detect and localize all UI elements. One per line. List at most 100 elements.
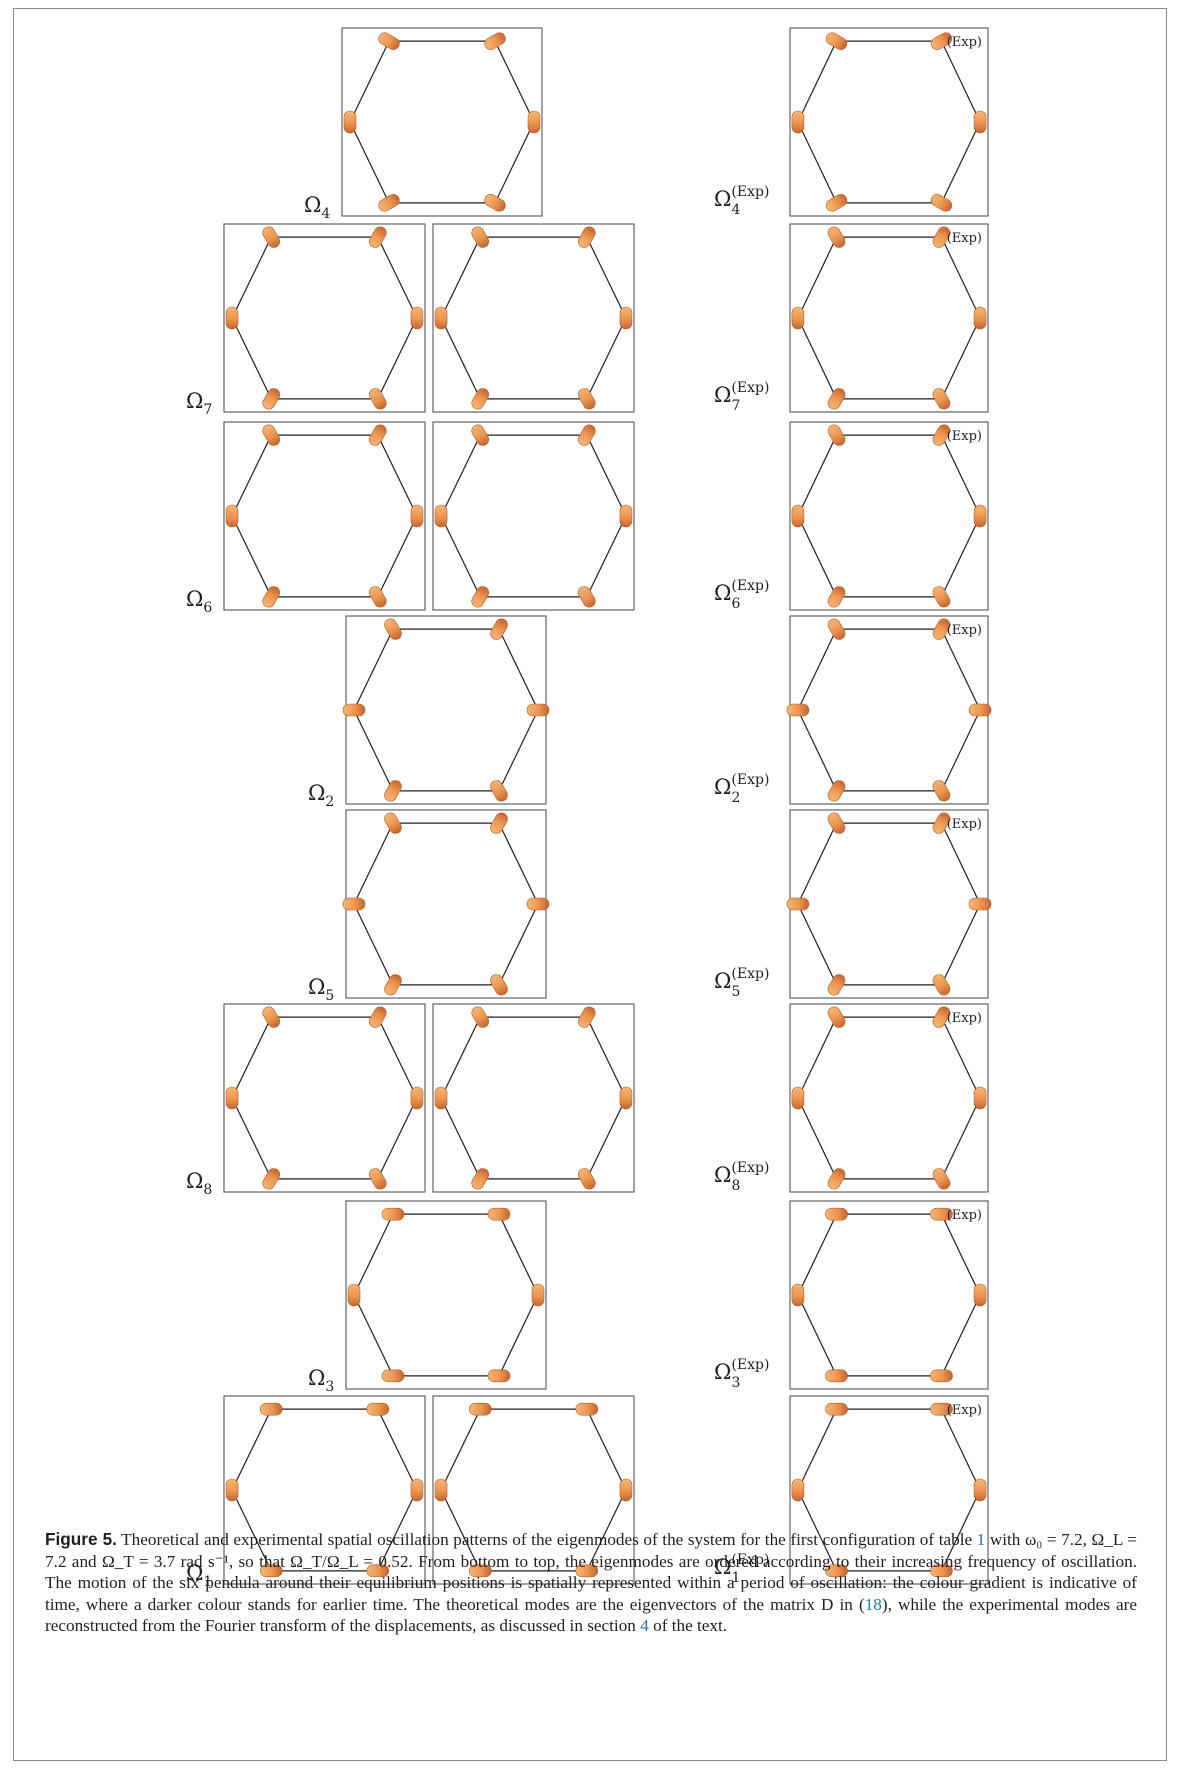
hexagon-pattern xyxy=(434,424,633,608)
pendulum-bob xyxy=(827,974,846,996)
pendulum-bob xyxy=(490,618,508,640)
caption-label: Figure 5. xyxy=(45,1529,117,1549)
exp-panel-mode-2 xyxy=(786,615,992,805)
pendulum-bob xyxy=(471,586,490,608)
theory-panel-mode-8-b xyxy=(432,1003,635,1193)
mode-label-4: Ω4 xyxy=(304,193,330,222)
pendulum-bob xyxy=(225,504,239,528)
panel-frame xyxy=(223,1003,426,1193)
caption-text-1: Theoretical and experimental spatial osc… xyxy=(116,1530,977,1549)
pendulum-bob xyxy=(827,812,846,834)
mode-label-3: Ω3 xyxy=(308,1366,334,1395)
pendulum-bob xyxy=(930,1369,953,1383)
theory-panel-mode-7-a xyxy=(223,223,426,413)
exp-mode-label-1: Ω(Exp)1 xyxy=(714,1552,769,1586)
pendulum-bob xyxy=(932,1006,951,1028)
pendulum-bob xyxy=(490,974,508,996)
pendulum-bob xyxy=(932,586,951,608)
panel-frame xyxy=(789,421,989,611)
pendulum-bob xyxy=(575,1564,599,1578)
exp-mode-label-5: Ω(Exp)5 xyxy=(714,966,769,1000)
panel-frame xyxy=(789,223,989,413)
pendulum-bob xyxy=(825,1369,848,1383)
pendulum-bob xyxy=(262,388,281,410)
section-ref-link[interactable]: 4 xyxy=(640,1616,649,1635)
hexagon-pattern xyxy=(786,618,992,802)
pendulum-bob xyxy=(526,897,550,911)
pendulum-bob xyxy=(342,703,366,717)
exp-mode-label-4: Ω(Exp)4 xyxy=(714,184,769,218)
pendulum-bob xyxy=(531,1283,545,1307)
pendulum-bob xyxy=(262,1168,281,1190)
mode-label-2: Ω2 xyxy=(308,781,334,810)
exp-panel-mode-1 xyxy=(789,1395,989,1585)
exp-tag-mode-7: (Exp) xyxy=(947,231,982,246)
pendulum-bob xyxy=(619,1478,633,1502)
exp-tag-mode-5: (Exp) xyxy=(947,817,982,832)
pendulum-bob xyxy=(262,226,281,248)
pendulum-bob xyxy=(262,586,281,608)
pendulum-bob xyxy=(827,586,846,608)
pendulum-bob xyxy=(791,1086,805,1110)
pendulum-bob xyxy=(471,388,490,410)
pendulum-bob xyxy=(434,504,448,528)
pendulum-bob xyxy=(973,306,987,330)
theory-panel-mode-3 xyxy=(345,1200,547,1390)
exp-mode-label-3: Ω(Exp)3 xyxy=(714,1357,769,1391)
pendulum-bob xyxy=(378,32,400,50)
pendulum-bob xyxy=(368,226,387,248)
theory-panel-mode-5 xyxy=(342,809,550,999)
pendulum-bob xyxy=(827,226,846,248)
panel-frame xyxy=(341,27,543,217)
pendulum-bob xyxy=(347,1283,361,1307)
panel-frame xyxy=(223,223,426,413)
equation-ref-link[interactable]: 18 xyxy=(864,1594,882,1614)
pendulum-bob xyxy=(930,32,953,50)
hexagon-pattern xyxy=(791,1402,987,1578)
pendulum-bob xyxy=(384,780,402,802)
pendulum-bob xyxy=(434,1478,448,1502)
pendulum-bob xyxy=(577,424,596,446)
pendulum-bob xyxy=(973,1478,987,1502)
pendulum-bob xyxy=(577,1168,596,1190)
pendulum-bob xyxy=(368,388,387,410)
pendulum-bob xyxy=(577,586,596,608)
mode-label-6: Ω6 xyxy=(186,587,212,616)
pendulum-bob xyxy=(930,1207,953,1221)
pendulum-bob xyxy=(968,897,992,911)
theory-panel-mode-6-b xyxy=(432,421,635,611)
pendulum-bob xyxy=(930,194,953,212)
pendulum-bob xyxy=(262,424,281,446)
exp-panel-mode-5 xyxy=(786,809,992,999)
pendulum-bob xyxy=(577,226,596,248)
panel-frame xyxy=(789,615,989,805)
panel-frame xyxy=(789,1003,989,1193)
pendulum-bob xyxy=(827,424,846,446)
exp-panel-mode-7 xyxy=(789,223,989,413)
panel-frame xyxy=(789,1200,989,1390)
panel-frame xyxy=(345,615,547,805)
panel-frame xyxy=(789,809,989,999)
pendulum-bob xyxy=(410,1086,424,1110)
hexagon-pattern xyxy=(791,1006,987,1190)
panel-frame xyxy=(789,1395,989,1585)
pendulum-bob xyxy=(577,1006,596,1028)
pendulum-bob xyxy=(225,1478,239,1502)
exp-tag-mode-4: (Exp) xyxy=(947,35,982,50)
pendulum-bob xyxy=(577,388,596,410)
theory-panel-mode-8-a xyxy=(223,1003,426,1193)
theory-panel-mode-7-b xyxy=(432,223,635,413)
pendulum-bob xyxy=(471,424,490,446)
table-ref-link[interactable]: 1 xyxy=(976,1530,986,1549)
pendulum-bob xyxy=(825,1402,848,1416)
pendulum-bob xyxy=(827,780,846,802)
pendulum-bob xyxy=(619,504,633,528)
pendulum-bob xyxy=(366,1402,390,1416)
exp-mode-label-2: Ω(Exp)2 xyxy=(714,772,769,806)
hexagon-pattern xyxy=(343,32,541,212)
panel-frame xyxy=(432,1395,635,1585)
pendulum-bob xyxy=(490,812,508,834)
hexagon-pattern xyxy=(791,226,987,410)
exp-panel-mode-8 xyxy=(789,1003,989,1193)
pendulum-bob xyxy=(471,1006,490,1028)
